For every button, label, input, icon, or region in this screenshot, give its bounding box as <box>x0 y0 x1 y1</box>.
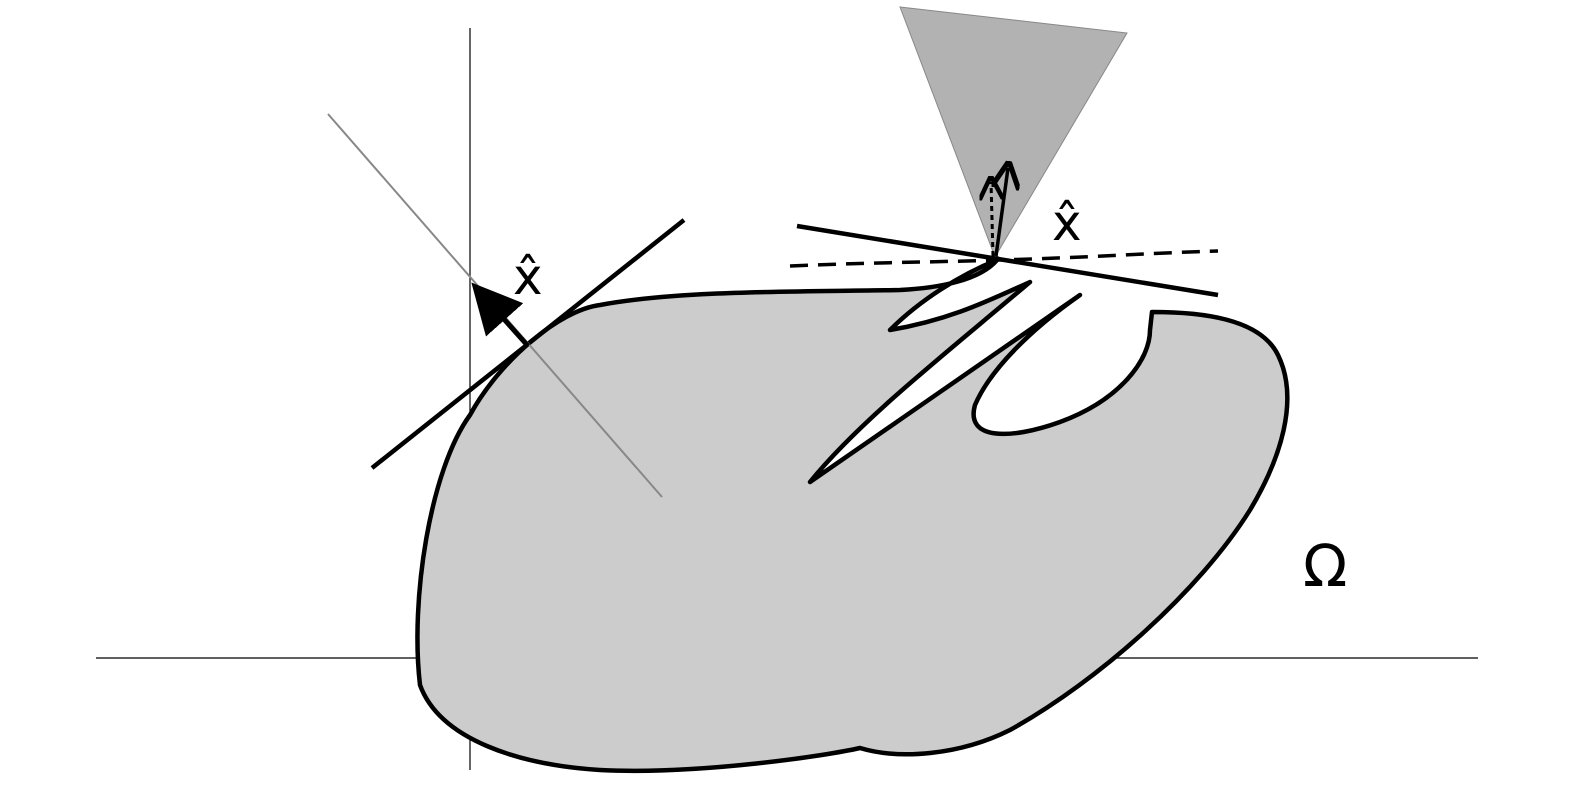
domain-omega-region <box>415 257 1290 774</box>
dotted-vector-right <box>991 182 993 257</box>
tangent-line-right <box>796 223 1219 298</box>
cusp-point <box>994 256 1000 262</box>
xhat-label-right: x̂ <box>1052 194 1082 252</box>
normal-cone <box>899 6 1128 259</box>
normal-vector-left <box>471 282 530 348</box>
normal-vector-right <box>996 168 1008 257</box>
xhat-label-left: x̂ <box>513 248 543 306</box>
omega-label: Ω <box>1303 532 1348 600</box>
